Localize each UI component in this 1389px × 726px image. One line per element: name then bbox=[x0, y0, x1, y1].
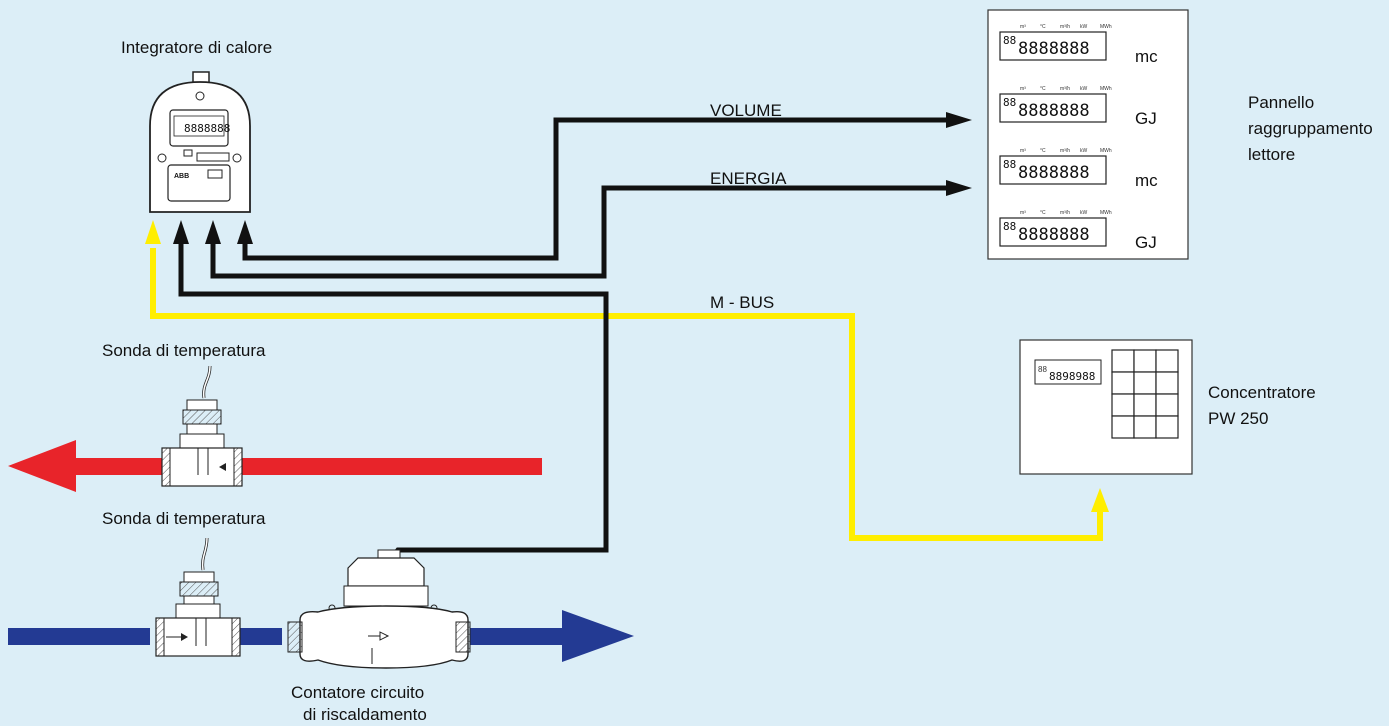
panel-lcd-small-digits: 88 bbox=[1003, 96, 1016, 109]
meter-arrowhead-integrator bbox=[173, 220, 189, 244]
panel-row-unit: GJ bbox=[1135, 233, 1157, 252]
panel-lcd-digits: 8888888 bbox=[1018, 163, 1090, 183]
volume-arrowhead-integrator bbox=[237, 220, 253, 244]
panel-lcd-frame bbox=[999, 217, 1107, 247]
panel-lcd-small-digits: 88 bbox=[1003, 220, 1016, 233]
mbus-label: M - BUS bbox=[710, 293, 774, 312]
panel-lcd-small-digits: 88 bbox=[1003, 158, 1016, 171]
panel-label-line1: Pannello bbox=[1248, 93, 1314, 112]
panel-header-unit: °C bbox=[1040, 210, 1046, 216]
mbus-arrowhead-integrator bbox=[145, 220, 161, 244]
temperature-probe-supply bbox=[161, 365, 243, 487]
panel-header-unit: m³ bbox=[1020, 210, 1026, 216]
panel-header-unit: m³/h bbox=[1060, 86, 1070, 92]
panel-header-unit: kW bbox=[1080, 210, 1088, 216]
concentrator-display: 8898988 88 bbox=[1034, 359, 1102, 385]
panel-lcd-digits: 8888888 bbox=[1018, 39, 1090, 59]
panel-lcd-frame bbox=[999, 155, 1107, 185]
panel-label-line3: lettore bbox=[1248, 145, 1295, 164]
panel-header-unit: MWh bbox=[1100, 210, 1112, 216]
probe-return-label: Sonda di temperatura bbox=[102, 509, 266, 528]
panel-label-line2: raggruppamento bbox=[1248, 119, 1373, 138]
panel-row-unit: mc bbox=[1135, 47, 1158, 66]
volume-arrowhead bbox=[946, 112, 972, 128]
mbus-wire bbox=[150, 248, 1103, 541]
panel-lcd-frame bbox=[999, 31, 1107, 61]
probe-supply-label: Sonda di temperatura bbox=[102, 341, 266, 360]
mbus-arrowhead-concentrator bbox=[1091, 488, 1109, 512]
return-flow-arrow bbox=[562, 610, 634, 662]
supply-pipe bbox=[8, 440, 542, 492]
panel-header-unit: °C bbox=[1040, 24, 1046, 30]
energy-wire bbox=[210, 185, 952, 279]
panel-header-unit: kW bbox=[1080, 148, 1088, 154]
volume-label: VOLUME bbox=[710, 101, 782, 120]
concentrator-label-line2: PW 250 bbox=[1208, 409, 1268, 428]
panel-header-unit: m³ bbox=[1020, 148, 1026, 154]
keypad-key bbox=[1133, 393, 1157, 417]
keypad-key bbox=[1155, 349, 1179, 373]
return-pipe bbox=[8, 610, 634, 662]
energia-label: ENERGIA bbox=[710, 169, 787, 188]
temperature-probe-return bbox=[155, 537, 241, 657]
panel-header-unit: m³/h bbox=[1060, 148, 1070, 154]
concentrator-lcd: 8898988 bbox=[1049, 370, 1095, 383]
supply-flow-arrow bbox=[8, 440, 76, 492]
panel-row-unit: GJ bbox=[1135, 109, 1157, 128]
panel-lcd-frame bbox=[999, 93, 1107, 123]
meter-label-line1: Contatore circuito bbox=[291, 683, 424, 702]
panel-header-unit: kW bbox=[1080, 24, 1088, 30]
concentrator-label-line1: Concentratore bbox=[1208, 383, 1316, 402]
integrator-lcd: 8888888 bbox=[184, 122, 230, 135]
keypad-key bbox=[1133, 371, 1157, 395]
energy-arrowhead bbox=[946, 180, 972, 196]
integrator-label: Integratore di calore bbox=[121, 38, 272, 57]
panel-header-unit: m³ bbox=[1020, 24, 1026, 30]
panel-header-unit: kW bbox=[1080, 86, 1088, 92]
keypad-key bbox=[1133, 349, 1157, 373]
panel-header-unit: °C bbox=[1040, 86, 1046, 92]
panel-lcd-small-digits: 88 bbox=[1003, 34, 1016, 47]
concentrator-keypad bbox=[1111, 349, 1179, 439]
heat-integrator-device: 8888888 ABB bbox=[149, 71, 251, 213]
keypad-key bbox=[1111, 415, 1135, 439]
keypad-key bbox=[1111, 371, 1135, 395]
volume-wire bbox=[242, 117, 952, 261]
keypad-key bbox=[1155, 371, 1179, 395]
panel-header-unit: MWh bbox=[1100, 86, 1112, 92]
keypad-key bbox=[1155, 393, 1179, 417]
heating-circuit-meter bbox=[287, 549, 471, 669]
panel-header-unit: MWh bbox=[1100, 148, 1112, 154]
panel-row-unit: mc bbox=[1135, 171, 1158, 190]
panel-header-unit: MWh bbox=[1100, 24, 1112, 30]
panel-lcd-digits: 8888888 bbox=[1018, 101, 1090, 121]
energy-arrowhead-integrator bbox=[205, 220, 221, 244]
panel-header-unit: m³/h bbox=[1060, 210, 1070, 216]
svg-text:88: 88 bbox=[1038, 365, 1047, 374]
keypad-key bbox=[1111, 393, 1135, 417]
meter-label-line2: di riscaldamento bbox=[303, 705, 427, 724]
panel-lcd-digits: 8888888 bbox=[1018, 225, 1090, 245]
panel-header-unit: m³/h bbox=[1060, 24, 1070, 30]
integrator-brand: ABB bbox=[174, 173, 189, 180]
keypad-key bbox=[1111, 349, 1135, 373]
panel-header-unit: °C bbox=[1040, 148, 1046, 154]
panel-header-unit: m³ bbox=[1020, 86, 1026, 92]
keypad-key bbox=[1133, 415, 1157, 439]
keypad-key bbox=[1155, 415, 1179, 439]
